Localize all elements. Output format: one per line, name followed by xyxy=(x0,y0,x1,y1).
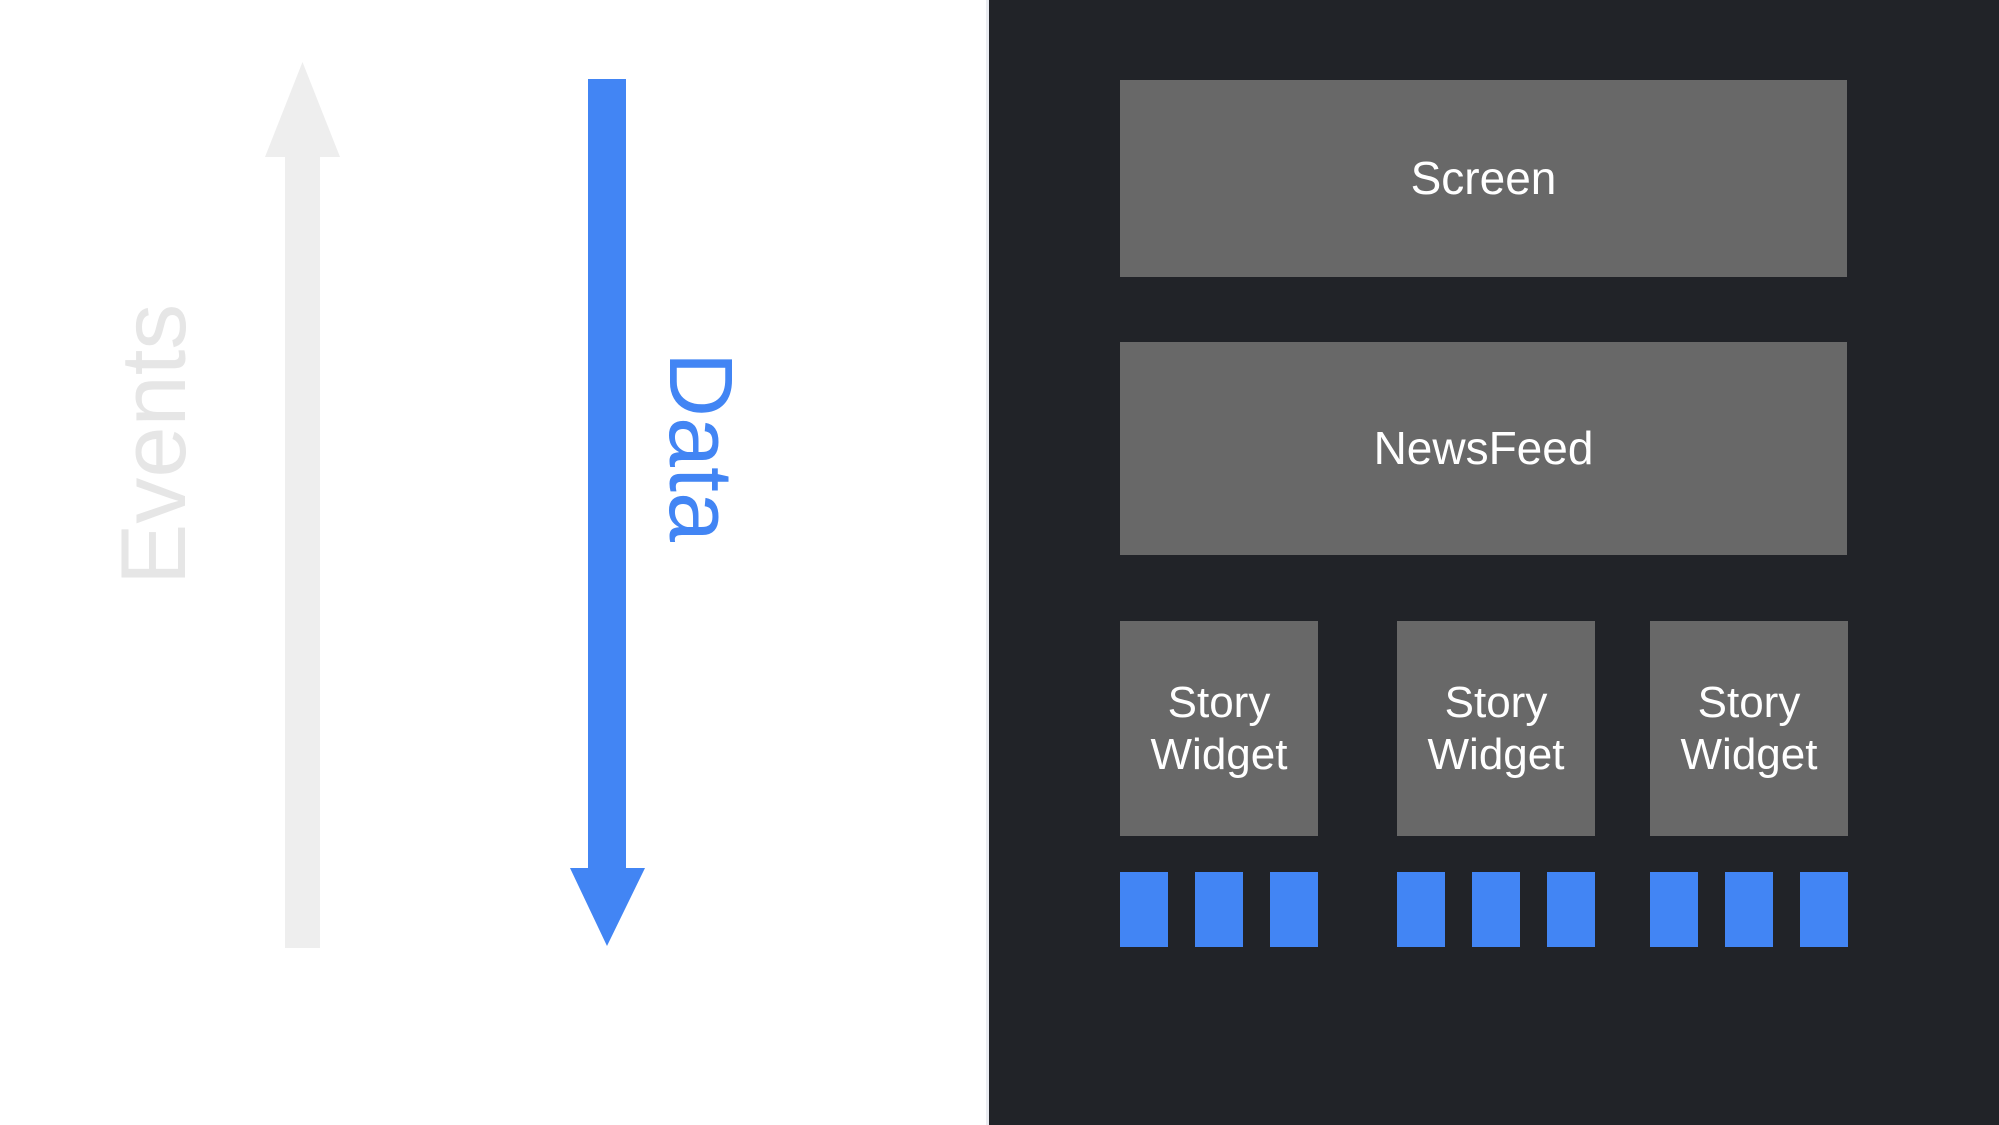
panel-divider xyxy=(986,0,989,1125)
events-arrow-icon xyxy=(265,62,340,948)
newsfeed-box-label: NewsFeed xyxy=(1373,421,1594,474)
story-widget-label-line1: Story xyxy=(1167,678,1271,728)
screen-box-label: Screen xyxy=(1410,151,1557,204)
story-widget-label-line1: Story xyxy=(1697,678,1801,728)
story-widget-column-1: Story Widget xyxy=(1120,621,1318,947)
story-widget-column-2: Story Widget xyxy=(1397,621,1595,947)
screen-box[interactable]: Screen xyxy=(1120,80,1847,277)
data-bar[interactable] xyxy=(1270,872,1318,947)
story-widget-bars-3 xyxy=(1650,872,1848,947)
data-bar[interactable] xyxy=(1800,872,1848,947)
widget-tree-panel: Screen NewsFeed Story Widget Sto xyxy=(989,0,1999,1125)
data-arrow-label: Data xyxy=(650,352,750,543)
story-widget-bars-1 xyxy=(1120,872,1318,947)
story-widget-label-line2: Widget xyxy=(1427,729,1565,779)
story-widget-box-1[interactable]: Story Widget xyxy=(1120,621,1318,836)
left-flow-panel: Events Data xyxy=(0,0,990,1125)
story-widget-label-line2: Widget xyxy=(1680,729,1818,779)
data-bar[interactable] xyxy=(1725,872,1773,947)
data-arrow-icon xyxy=(570,79,645,946)
data-bar[interactable] xyxy=(1472,872,1520,947)
story-widget-bars-2 xyxy=(1397,872,1595,947)
story-widget-box-3[interactable]: Story Widget xyxy=(1650,621,1848,836)
story-widget-label-line1: Story xyxy=(1444,678,1548,728)
newsfeed-box[interactable]: NewsFeed xyxy=(1120,342,1847,555)
data-bar[interactable] xyxy=(1195,872,1243,947)
story-widget-label-line2: Widget xyxy=(1150,729,1288,779)
story-widget-box-2[interactable]: Story Widget xyxy=(1397,621,1595,836)
data-bar[interactable] xyxy=(1397,872,1445,947)
data-bar[interactable] xyxy=(1120,872,1168,947)
data-bar[interactable] xyxy=(1650,872,1698,947)
story-widget-column-3: Story Widget xyxy=(1650,621,1848,947)
events-arrow-label: Events xyxy=(103,303,205,585)
data-bar[interactable] xyxy=(1547,872,1595,947)
